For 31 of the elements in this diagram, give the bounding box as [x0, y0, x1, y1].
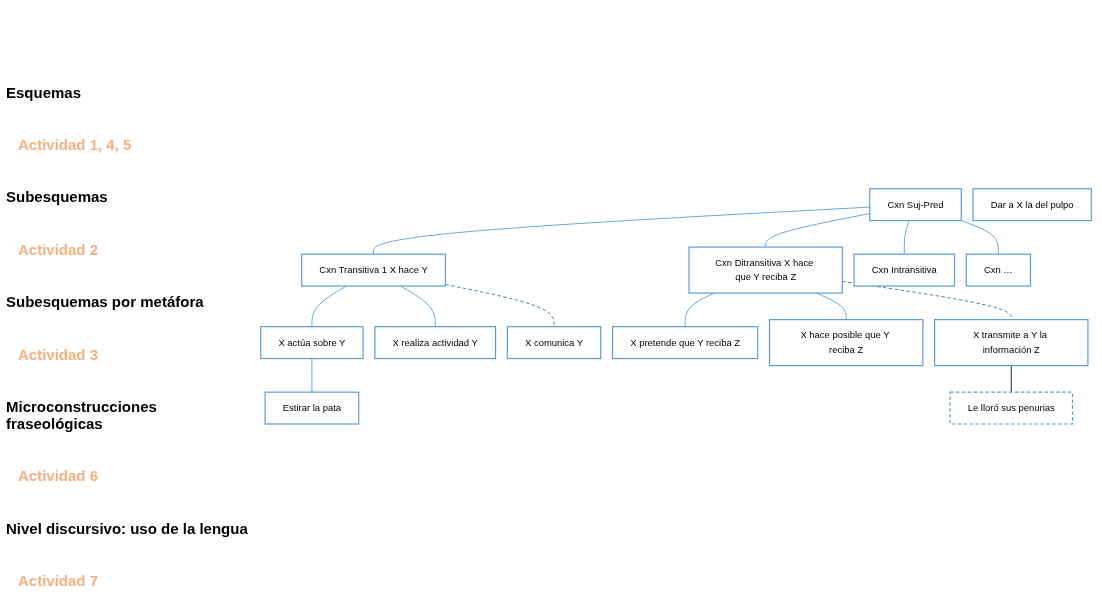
node-box: X transmite a Y la información Z: [934, 319, 1089, 367]
node-box: Cxn Transitiva 1 X hace Y: [301, 253, 446, 287]
node-box: Le lloró sus penurias: [949, 391, 1074, 425]
level-label: Microconstrucciones fraseológicas: [6, 398, 158, 433]
node-box: Cxn Intransitiva: [853, 253, 956, 287]
node-box: Cxn …: [965, 253, 1032, 287]
node-box: X pretende que Y reciba Z: [611, 326, 759, 360]
activity-label: Actividad 1, 4, 5: [18, 136, 133, 154]
node-box: X hace posible que Y reciba Z: [768, 319, 924, 367]
node-box: X comunica Y: [506, 326, 602, 360]
level-label: Nivel discursivo: uso de la lengua: [6, 519, 249, 537]
node-box: Cxn Suj-Pred: [869, 188, 962, 222]
level-label: Subesquemas: [6, 188, 109, 206]
node-box: Estirar la pata: [264, 391, 360, 425]
connector: [311, 358, 313, 393]
activity-label: Actividad 3: [18, 345, 100, 363]
connector: [400, 285, 436, 328]
activity-label: Actividad 7: [18, 572, 100, 590]
connector: [960, 220, 999, 255]
activity-label: Actividad 2: [18, 240, 100, 258]
connector: [1010, 365, 1012, 393]
node-box: Cxn Ditransitiva X hace que Y reciba Z: [688, 246, 843, 294]
level-label: Esquemas: [6, 83, 83, 101]
activity-label: Actividad 6: [18, 467, 100, 485]
connector: [311, 285, 347, 328]
node-box: Dar a X la del pulpo: [972, 188, 1092, 222]
level-label: Subesquemas por metáfora: [6, 293, 205, 311]
connector: [445, 284, 555, 328]
node-box: X actúa sobre Y: [260, 326, 364, 360]
connector: [903, 220, 910, 255]
node-box: X realiza actividad Y: [374, 326, 497, 360]
